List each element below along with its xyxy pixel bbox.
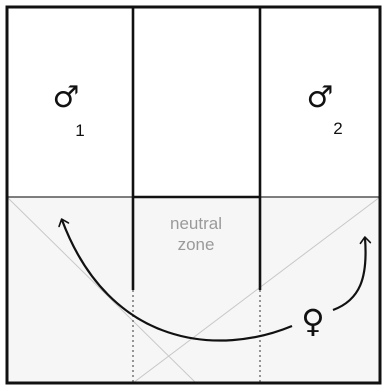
neutral-zone-label-line1: neutral bbox=[170, 214, 222, 233]
chamber-number-1: 1 bbox=[75, 121, 84, 140]
long-curved-arrow bbox=[58, 218, 293, 342]
outer-frame bbox=[5, 5, 382, 385]
short-curved-arrow bbox=[332, 236, 372, 312]
lower-arena-area bbox=[7, 197, 380, 383]
male-symbol-1: ♂ bbox=[53, 80, 80, 115]
male-symbol-2: ♂ bbox=[307, 80, 334, 115]
chamber-number-2: 2 bbox=[333, 119, 342, 138]
sight-line-left bbox=[6, 196, 197, 384]
sight-line-right bbox=[132, 196, 381, 384]
female-symbol: ♀ bbox=[301, 302, 324, 340]
neutral-zone-label-line2: zone bbox=[178, 235, 215, 254]
